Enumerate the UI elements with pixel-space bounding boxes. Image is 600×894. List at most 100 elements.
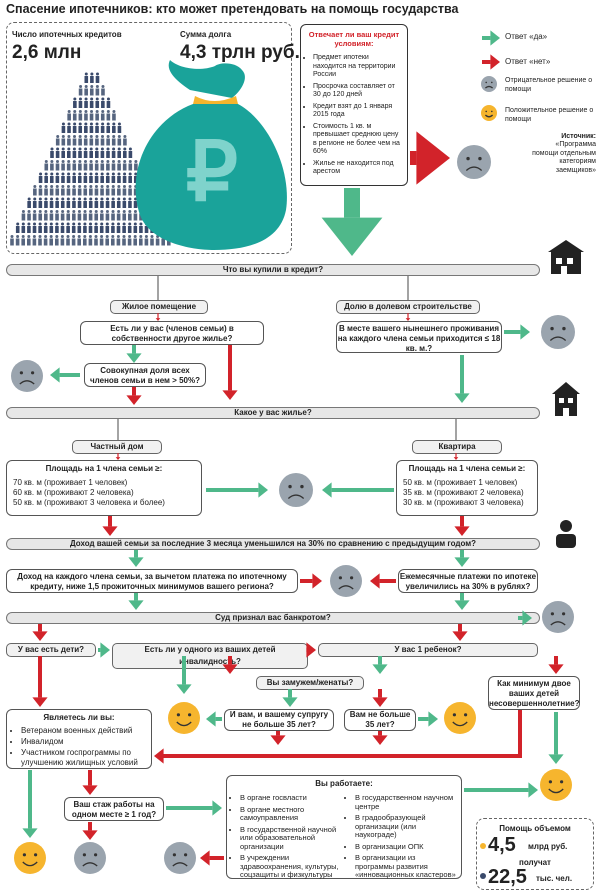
debt-value: 4,3 трлн руб. (180, 42, 300, 63)
q-two-minors: Как минимум двое ваших детей несовершенн… (488, 676, 580, 710)
work-box: Вы работаете: В органе госвласти В орган… (226, 775, 462, 879)
yes-arrow (454, 355, 470, 403)
work-item: В учреждении здравоохранения, культуры, … (240, 853, 341, 880)
condition-item: Предмет ипотеки находится на территории … (313, 54, 403, 80)
no-arrow (372, 689, 388, 707)
no-arrow (410, 131, 450, 185)
help-receive: получат (519, 858, 551, 867)
yes-arrow (504, 324, 530, 340)
sad-face-icon (330, 565, 362, 597)
q-one-child: У вас 1 ребенок? (318, 643, 538, 657)
q-own-other: Есть ли у вас (членов семьи) в собственн… (80, 321, 264, 345)
sad-face-icon (11, 360, 43, 392)
work-item: В государственной научной или образовате… (240, 825, 341, 852)
are-you-heading: Являетесь ли вы: (43, 713, 115, 722)
house-area-2: 60 кв. м (проживают 2 человека) (13, 488, 134, 497)
yes-arrow (206, 711, 222, 727)
help-amount-unit: млрд руб. (528, 842, 568, 851)
band-income: Доход вашей семьи за последние 3 месяца … (6, 538, 540, 550)
debt-label: Сумма долга (180, 30, 232, 39)
legend-positive: Положительное решение о помощи (505, 107, 594, 123)
loans-label: Число ипотечных кредитов (12, 30, 122, 39)
q-work-years: Ваш стаж работы на одном месте ≥ 1 год? (64, 797, 164, 821)
happy-face-icon (168, 702, 200, 734)
no-arrow (548, 656, 564, 674)
work-item: В органе местного самоуправления (240, 805, 341, 823)
no-arrow (32, 624, 48, 641)
no-arrow (32, 656, 48, 707)
work-item: В организации из программы развития «инн… (355, 853, 456, 880)
q-age: Вам не больше 35 лет? (344, 709, 416, 731)
q-share: Совокупная доля всех членов семьи в нем … (84, 363, 206, 387)
no-arrow (102, 516, 118, 536)
svg-text:₽: ₽ (186, 127, 238, 218)
label-apartment: Квартира (412, 440, 502, 454)
help-panel (476, 818, 594, 890)
help-label: Помощь объемом (499, 824, 571, 833)
band-home-type: Какое у вас жилье? (6, 407, 540, 419)
flat-area-1: 50 кв. м (проживает 1 человек) (403, 478, 518, 487)
no-arrow (155, 313, 161, 321)
no-arrow (200, 850, 224, 866)
q-children: У вас есть дети? (6, 643, 96, 657)
legend-negative: Отрицательное решение о помощи (505, 77, 593, 93)
source-text: «Программа помощи отдельным категориям з… (532, 141, 596, 174)
sad-face-icon (481, 76, 497, 92)
no-arrow (126, 387, 142, 405)
help-amount: 4,5 (488, 834, 516, 856)
yes-arrow (206, 482, 268, 498)
label-private-house: Частный дом (72, 440, 162, 454)
q-disabled: Есть ли у одного из ваших детей инвалидн… (112, 643, 308, 669)
sad-face-icon (164, 842, 196, 874)
no-arrow (370, 573, 396, 589)
are-you-item: Ветераном военных действий (21, 726, 145, 736)
band-bankrupt: Суд признал вас банкротом? (6, 612, 540, 624)
yes-arrow (464, 782, 538, 798)
condition-item: Стоимость 1 кв. м превышает среднюю цену… (313, 123, 403, 157)
happy-face-icon (540, 769, 572, 801)
flat-area-3: 30 кв. м (проживают 3 человека) (403, 498, 524, 507)
yes-arrow (98, 642, 110, 658)
no-arrow (270, 731, 286, 745)
no-arrow (115, 453, 121, 460)
yes-arrow (321, 188, 383, 256)
legend-yes: Ответ «да» (505, 32, 548, 41)
no-arrow (222, 345, 238, 400)
condition-item: Просрочка составляет от 30 до 120 дней (313, 83, 403, 100)
work-item: В организации ОПК (355, 842, 456, 852)
work-item: В государственном научном центре (355, 793, 456, 811)
yes-arrow (482, 30, 500, 46)
yes-arrow (50, 367, 80, 383)
q-married: Вы замужем/женаты? (256, 676, 364, 690)
yes-arrow (372, 656, 388, 674)
flat-area-box: Площадь на 1 члена семьи ≥: 50 кв. м (пр… (396, 460, 538, 516)
happy-face-icon (14, 842, 46, 874)
help-people: 22,5 (488, 866, 527, 888)
flat-area-2: 35 кв. м (проживают 2 человека) (403, 488, 524, 497)
yes-arrow (126, 345, 142, 363)
yes-arrow (128, 550, 144, 567)
legend-no: Ответ «нет» (505, 57, 551, 66)
yes-arrow (128, 593, 144, 610)
no-arrow (454, 516, 470, 536)
are-you-item: Инвалидом (21, 737, 145, 747)
happy-face-icon (444, 702, 476, 734)
sad-face-icon (541, 315, 575, 349)
condition-item: Жилье не находится под арестом (313, 160, 403, 177)
conditions-box: Отвечает ли ваш кредит условиям: Предмет… (300, 24, 408, 186)
q-min-income: Доход на каждого члена семьи, за вычетом… (6, 569, 298, 593)
no-arrow (482, 54, 500, 70)
house-area-3: 50 кв. м (проживают 3 человека и более) (13, 498, 165, 507)
sad-face-icon (74, 842, 106, 874)
are-you-item: Участником госпрограммы по улучшению жил… (21, 748, 145, 768)
house-area-1: 70 кв. м (проживает 1 человек) (13, 478, 128, 487)
q-area-now: В месте вашего нынешнего проживания на к… (336, 321, 502, 353)
yes-arrow (176, 656, 192, 694)
no-arrow (82, 822, 98, 840)
stats-panel (6, 22, 292, 254)
